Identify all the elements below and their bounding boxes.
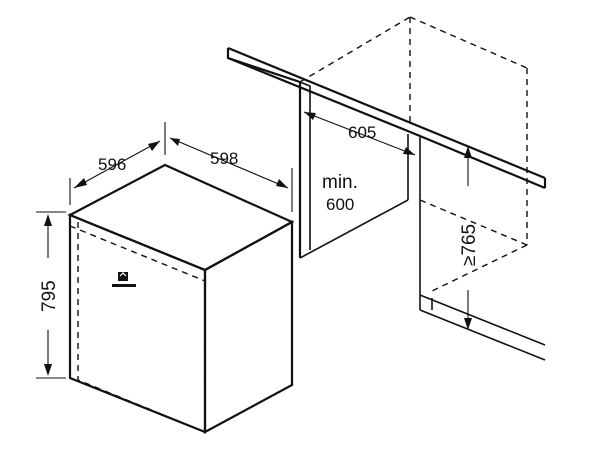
worktop-front-edge-left — [227, 56, 421, 138]
dimension-596: 596 — [69, 122, 166, 205]
worktop-top-edge — [227, 46, 546, 180]
appliance-top-face — [67, 163, 295, 272]
dimension-605: 605 — [303, 111, 416, 156]
label-795: 795 — [39, 280, 60, 312]
appliance-front-face — [68, 213, 207, 434]
appliance-front-dashed-edge-2 — [77, 222, 201, 431]
dimension-598: 598 — [169, 137, 293, 212]
brand-logo-icon — [112, 272, 136, 287]
label-598: 598 — [210, 149, 238, 168]
label-min: min. — [322, 172, 358, 193]
appliance-front-dashed-edge — [69, 225, 206, 432]
appliance-side-face — [203, 220, 294, 434]
label-605: 605 — [348, 123, 376, 142]
appliance-box — [67, 163, 295, 434]
dimension-min-600: min. 600 — [322, 172, 358, 214]
label-600: 600 — [326, 195, 354, 214]
dimension-765: ≥765 — [459, 146, 480, 330]
installation-niche — [226, 16, 547, 361]
dimension-795: 795 — [36, 211, 66, 379]
label-596: 596 — [98, 155, 126, 174]
label-765: ≥765 — [459, 224, 480, 266]
worktop-left-edge — [226, 48, 302, 258]
worktop-front-edge-right — [419, 134, 546, 190]
